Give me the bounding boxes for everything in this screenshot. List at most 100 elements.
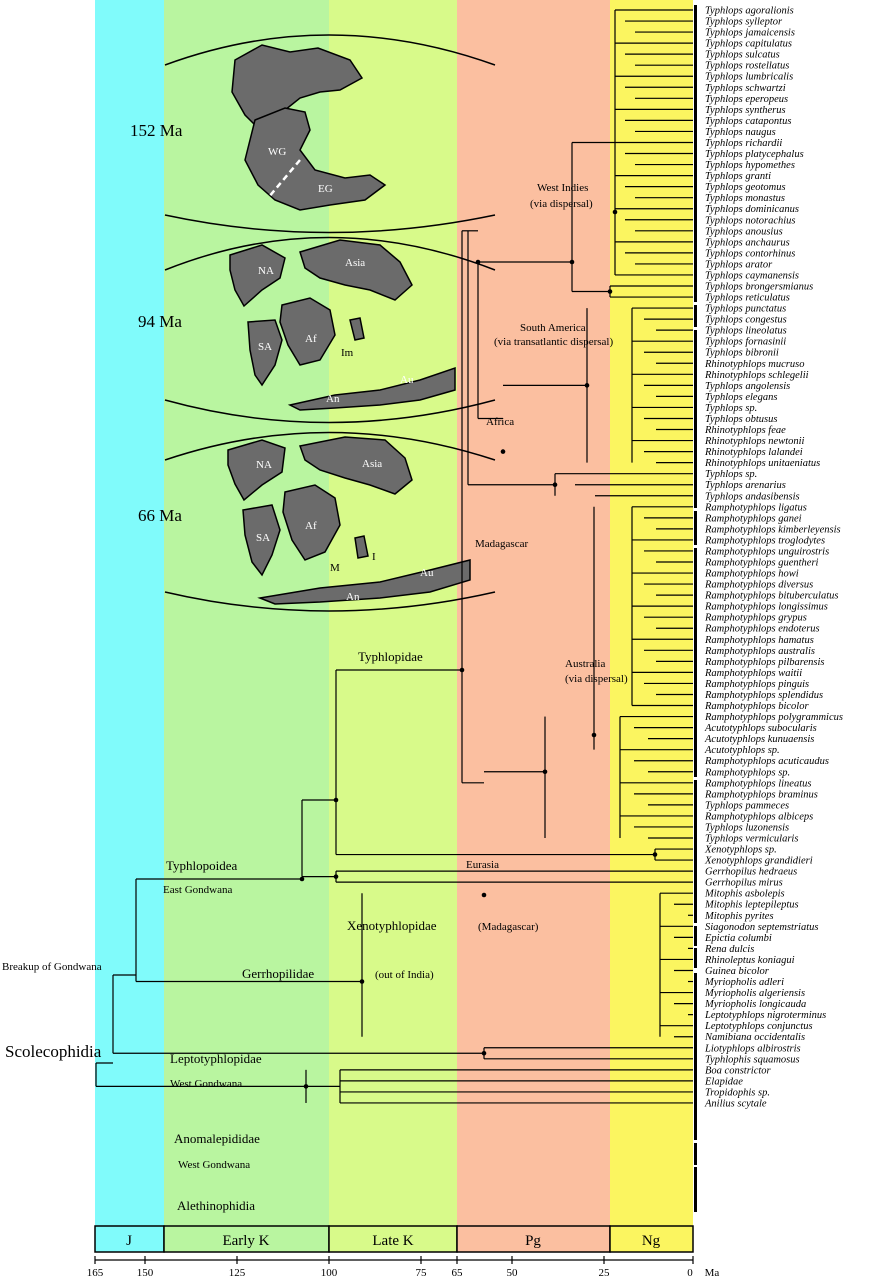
taxon-label: Mitophis asbolepis [704, 889, 785, 900]
map-label-an-94: An [326, 393, 340, 405]
taxon-label: Typhlops sp. [705, 469, 757, 480]
map-label-asia-94: Asia [345, 257, 365, 269]
period-label-pg: Pg [525, 1233, 541, 1249]
taxon-label: Rhinotyphlops feae [704, 425, 786, 436]
map-label-sa-66: SA [256, 532, 270, 544]
taxon-label: Ramphotyphlops albiceps [704, 811, 813, 822]
taxon-label: Ramphotyphlops troglodytes [704, 535, 825, 546]
taxon-label: Typhlops vermicularis [705, 834, 798, 845]
taxon-label: Myriopholis longicauda [704, 999, 806, 1010]
map-label-sa-94: SA [258, 341, 272, 353]
taxon-label: Ramphotyphlops longissimus [704, 602, 828, 613]
map-label-im-94: Im [341, 347, 354, 359]
label-east-gondwana: East Gondwana [163, 884, 232, 896]
period-label-early-k: Early K [222, 1233, 269, 1249]
time-scale-bar: J Early K Late K Pg Ng 165 150 125 100 7… [87, 1225, 719, 1279]
label-madagascar: Madagascar [475, 538, 528, 550]
node-dot [652, 852, 658, 857]
label-xenotyphlopidae: Xenotyphlopidae [347, 918, 437, 933]
map-label-af-66: Af [305, 520, 317, 532]
taxon-label: Ramphotyphlops polygrammicus [704, 712, 843, 723]
label-xeno-region: (Madagascar) [478, 921, 539, 933]
taxon-label: Guinea bicolor [705, 966, 770, 977]
label-west-gondwana-2: West Gondwana [178, 1159, 250, 1171]
tree-branches [95, 9, 693, 1104]
taxon-label: Epictia columbi [704, 933, 772, 944]
taxon-label: Typhlops elegans [705, 392, 777, 403]
taxon-label: Ramphotyphlops endoterus [704, 624, 820, 635]
taxon-label: Ramphotyphlops acuticaudus [704, 756, 829, 767]
taxon-label: Typhlops punctatus [705, 304, 786, 315]
paleomap-66: 66 Ma NA Asia SA Af M I Au An [138, 431, 496, 612]
taxon-label: Typhlops capitulatus [705, 39, 792, 50]
taxon-label: Typhlops anchaurus [705, 237, 790, 248]
taxon-label: Typhlops richardii [705, 138, 782, 149]
paleomap-152: 152 Ma WG EG [130, 34, 496, 234]
region-labels: West Indies (via dispersal) South Americ… [466, 182, 628, 871]
taxon-label: Typhlops arator [705, 259, 773, 270]
taxon-label: Ramphotyphlops australis [704, 646, 815, 657]
map-label-i-66: I [372, 551, 376, 563]
taxon-label: Rhinotyphlops unitaeniatus [704, 458, 820, 469]
tick-0: 0 [687, 1267, 693, 1279]
node-dot [542, 769, 548, 775]
label-typhlopidae: Typhlopidae [358, 649, 423, 664]
node-dot [500, 449, 506, 454]
tick-150: 150 [137, 1267, 154, 1279]
taxon-label: Ramphotyphlops braminus [704, 789, 818, 800]
taxon-label: Typhlops rostellatus [705, 61, 789, 72]
label-eurasia: Eurasia [466, 859, 499, 871]
map-label-na-66: NA [256, 459, 272, 471]
taxon-label: Ramphotyphlops howi [704, 569, 799, 580]
label-typhlopoidea: Typhlopoidea [166, 858, 238, 873]
band-late-k [329, 0, 457, 1226]
taxon-label: Ramphotyphlops diversus [704, 580, 813, 591]
map-label-m-66: M [330, 562, 340, 574]
node-dot [459, 667, 465, 673]
label-australia: Australia [565, 658, 605, 670]
taxon-label: Leptotyphlops conjunctus [704, 1021, 813, 1032]
label-west-indies-sub: (via dispersal) [530, 198, 593, 210]
map-label-eg: EG [318, 183, 333, 195]
tick-125: 125 [229, 1267, 246, 1279]
taxon-label: Rena dulcis [704, 944, 754, 955]
band-pg [457, 0, 610, 1226]
taxon-label: Gerrhopilus mirus [705, 878, 783, 889]
taxon-label: Typhlops notorachius [705, 215, 796, 226]
node-dot [333, 874, 339, 879]
node-dot [569, 259, 575, 265]
taxon-label: Typhlops schwartzi [705, 83, 786, 94]
taxon-label: Typhlops catapontus [705, 116, 791, 127]
band-j [95, 0, 164, 1226]
map-label-an-66: An [346, 591, 360, 603]
taxon-label: Typhlops arenarius [705, 480, 786, 491]
taxon-label: Xenotyphlops grandidieri [704, 856, 813, 867]
label-gerrho-region: (out of India) [375, 969, 434, 981]
taxon-label: Typhlops anousius [705, 226, 783, 237]
node-dot [359, 979, 365, 984]
taxon-label: Rhinotyphlops lalandei [704, 447, 803, 458]
taxon-label: Ramphotyphlops bituberculatus [704, 591, 838, 602]
label-africa: Africa [486, 416, 514, 428]
taxon-label: Myriopholis adleri [704, 977, 784, 988]
taxon-label: Typhlops pammeces [705, 800, 789, 811]
taxon-label: Typhlops jamaicensis [705, 28, 795, 39]
taxon-label: Xenotyphlops sp. [704, 845, 777, 856]
taxon-label: Typhlops naugus [705, 127, 776, 138]
label-alethinophidia: Alethinophidia [177, 1198, 255, 1213]
clade-labels: Scolecophidia Breakup of Gondwana Typhlo… [2, 649, 539, 1213]
map-label-wg: WG [268, 146, 286, 158]
node-dot [303, 1084, 309, 1089]
taxon-label: Ramphotyphlops pinguis [704, 679, 809, 690]
taxon-label: Typhlops sulcatus [705, 50, 780, 61]
map-label-au-66: Au [420, 567, 434, 579]
taxon-label: Typhlops lineolatus [705, 326, 787, 337]
map-label-au-94: Au [400, 374, 414, 386]
node-dot [333, 797, 339, 803]
tick-65: 65 [452, 1267, 464, 1279]
taxon-label: Rhinotyphlops schlegelii [704, 370, 809, 381]
taxon-label: Namibiana occidentalis [704, 1032, 805, 1043]
taxon-label: Mitophis pyrites [704, 911, 774, 922]
label-australia-sub: (via dispersal) [565, 673, 628, 685]
